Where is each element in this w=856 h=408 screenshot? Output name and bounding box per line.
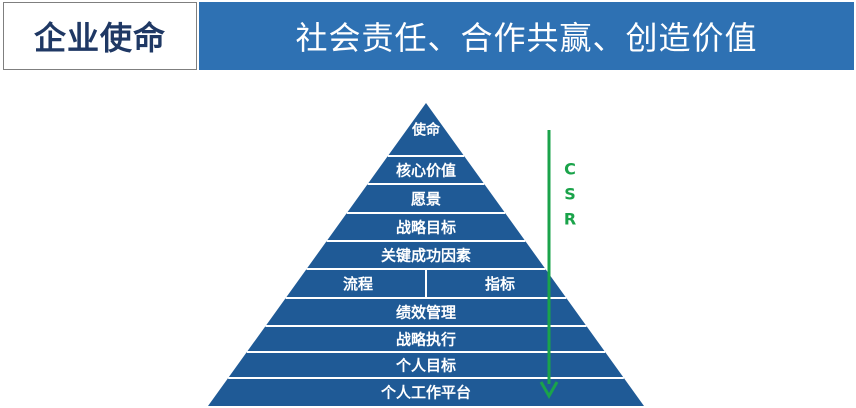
csr-letter-c: C bbox=[564, 160, 576, 179]
tier-label-5-1: 指标 bbox=[485, 275, 515, 293]
tier-label-6: 绩效管理 bbox=[396, 304, 456, 322]
tier-label-4: 关键成功因素 bbox=[381, 247, 471, 265]
tier-label-9: 个人工作平台 bbox=[380, 384, 471, 402]
csr-arrow-head bbox=[539, 381, 559, 400]
tier-label-7: 战略执行 bbox=[396, 331, 456, 349]
mission-slogan-banner: 社会责任、合作共赢、创造价值 bbox=[199, 2, 854, 70]
mission-title: 企业使命 bbox=[3, 2, 197, 70]
pyramid-body bbox=[208, 103, 644, 406]
csr-letter-s: S bbox=[564, 185, 576, 204]
tier-label-3: 战略目标 bbox=[396, 219, 456, 237]
pyramid-tiers bbox=[208, 103, 644, 406]
tier-label-0: 使命 bbox=[411, 122, 441, 139]
csr-letter-r: R bbox=[564, 210, 576, 229]
tier-label-8: 个人目标 bbox=[395, 357, 456, 375]
tier-label-5-0: 流程 bbox=[343, 275, 373, 293]
tier-label-1: 核心价值 bbox=[396, 162, 456, 180]
tier-label-2: 愿景 bbox=[411, 190, 441, 208]
csr-arrow: CSR bbox=[539, 130, 576, 400]
